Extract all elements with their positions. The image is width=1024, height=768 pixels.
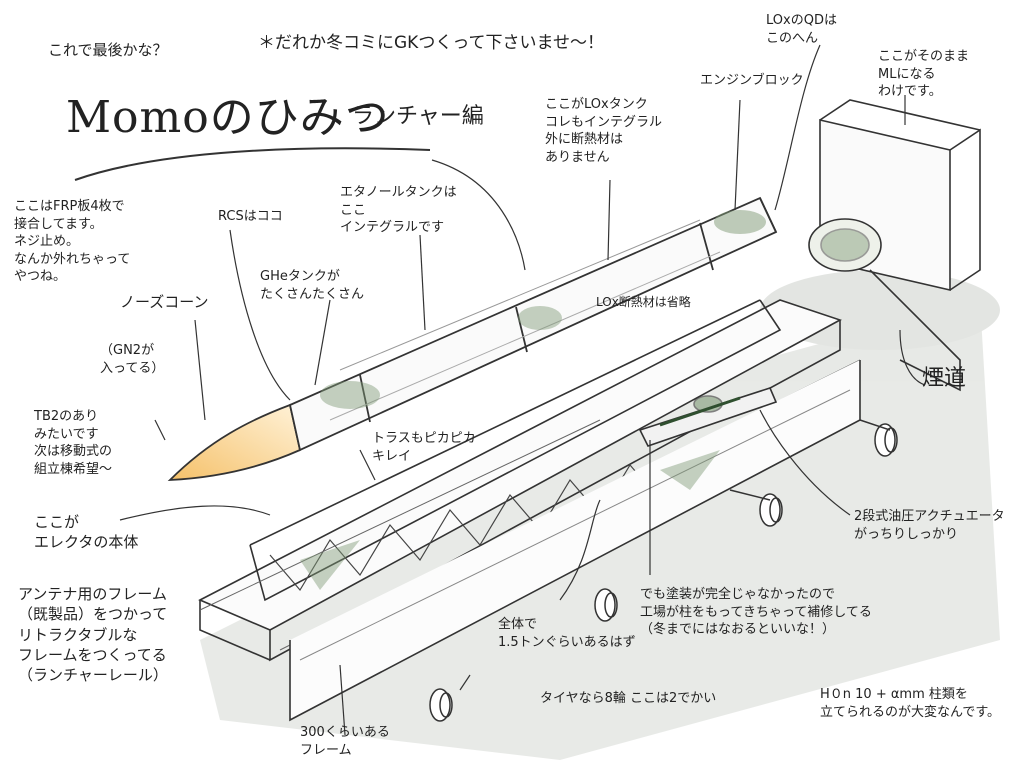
note-lox-insulation: LOx断熱材は省略 (596, 294, 691, 310)
note-h10: H０n 10 + αmm 柱類を 立てられるのが大変なんです。 (820, 686, 1000, 721)
note-main-body: ここが エレクタの本体 (34, 512, 138, 553)
note-whole-weight: 全体で 1.5トンぐらいあるはず (498, 616, 636, 651)
note-engine-bay: エンジンブロック (700, 72, 804, 90)
note-lox-qd: LOxのQDは このへん (766, 12, 837, 47)
title-underline (75, 148, 430, 180)
note-lox-tank: ここがLOxタンク コレもインテグラル 外に断熱材は ありません (545, 96, 662, 166)
note-ml: ここがそのまま MLになる わけです。 (878, 48, 969, 101)
note-gk-request: ＊だれか冬コミにGKつくって下さいませ〜！ (258, 32, 604, 55)
note-tb2: TB2のあり みたいです 次は移動式の 組立棟希望〜 (34, 408, 112, 478)
note-antenna-frame: アンテナ用のフレーム （既製品）をつかって リトラクタブルな フレームをつくって… (18, 584, 168, 685)
note-ghe: GHeタンクが たくさんたくさん (260, 268, 364, 303)
page-title: Momoのひみつ (66, 88, 390, 147)
page-subtitle: ランチャー編 (352, 102, 484, 132)
note-fairing-bolts: ここはFRP板4枚で 接合してます。 ネジ止め。 なんか外れちゃって やつね。 (14, 198, 130, 286)
note-paint: でも塗装が完全じゃなかったので 工場が柱をもってきちゃって補修してる （冬までに… (640, 586, 872, 639)
note-rcs: RCSはココ (218, 208, 283, 226)
note-truss-clean: トラスもピカピカ キレイ (372, 430, 476, 465)
note-tires: タイヤなら8輪 ここは2でかい (540, 690, 716, 708)
note-flame-duct: 煙道 (922, 364, 966, 394)
note-top-question: これで最後かな？ (48, 40, 168, 60)
note-frame-300: 300くらいある フレーム (300, 724, 390, 759)
note-gn2: （GN2が 入ってる） (100, 342, 164, 377)
wheel-icon (430, 689, 452, 721)
note-hydraulic: 2段式油圧アクチュエータ がっちりしっかり (854, 508, 1005, 543)
note-nosecone: ノーズコーン (120, 292, 209, 312)
note-ethanol-tank: エタノールタンクは ここ インテグラルです (340, 184, 457, 237)
